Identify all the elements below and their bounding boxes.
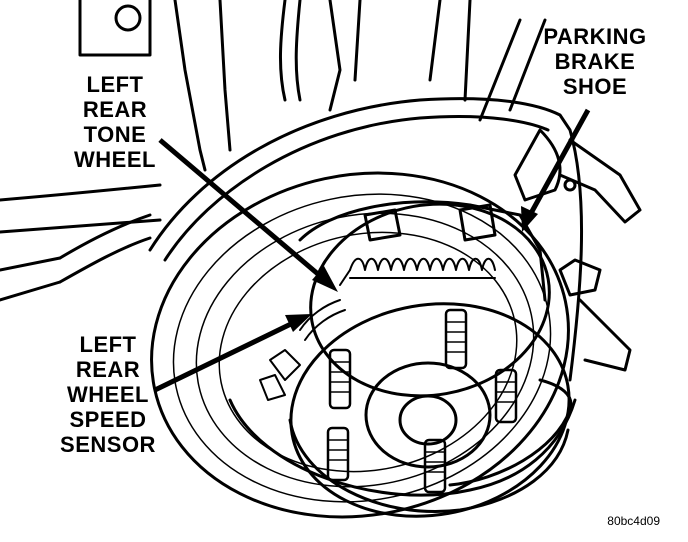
parking-brake-shoe-label: PARKING BRAKE SHOE [530,24,660,99]
label-line: SPEED [69,407,147,432]
label-line: LEFT [86,72,144,97]
tone-wheel-label: LEFT REAR TONE WHEEL [60,72,170,172]
label-line: SENSOR [60,432,156,457]
return-spring [339,257,496,286]
tone-wheel-leader [158,138,327,282]
wheel-studs [326,308,518,494]
label-line: WHEEL [74,147,156,172]
label-line: WHEEL [67,382,149,407]
figure-code: 80bc4d09 [607,514,660,528]
speed-sensor-leader [153,319,297,393]
label-line: LEFT [79,332,137,357]
label-line: TONE [83,122,147,147]
label-line: REAR [75,357,141,382]
parking-brake-drum [298,200,551,398]
label-line: PARKING [543,24,647,49]
arrowheads [285,206,538,332]
leader-arrows [153,108,591,393]
backing-plate [148,97,642,382]
parking-brake-leader [527,108,591,217]
label-line: REAR [82,97,148,122]
label-line: BRAKE [554,49,636,74]
wheel-speed-sensor-label: LEFT REAR WHEEL SPEED SENSOR [48,332,168,457]
suspension-background [0,0,547,302]
wheel-hub [288,302,571,518]
label-line: SHOE [562,74,628,99]
tone-wheel [259,299,346,401]
rotor-disc [150,171,577,519]
